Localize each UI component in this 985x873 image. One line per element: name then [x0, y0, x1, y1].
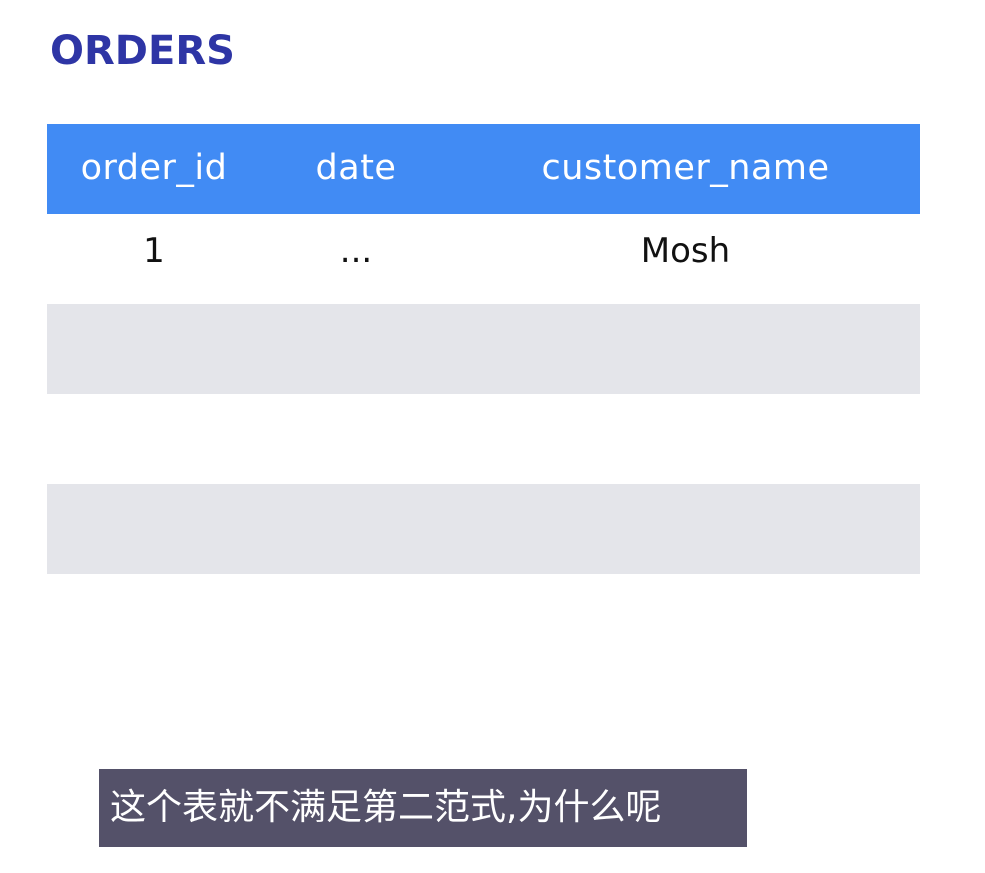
cell-customer-name — [451, 484, 920, 574]
cell-customer-name: Mosh — [640, 231, 731, 271]
cell-date: ... — [339, 231, 373, 271]
cell-date — [261, 484, 451, 574]
video-subtitle: 这个表就不满足第二范式,为什么呢 — [99, 769, 747, 847]
column-header-date: date — [315, 148, 397, 188]
table-header-row: order_id date customer_name — [47, 124, 920, 214]
cell-customer-name — [451, 394, 920, 484]
table-row — [47, 484, 920, 574]
cell-order-id — [47, 304, 261, 394]
cell-date — [261, 304, 451, 394]
cell-order-id — [47, 394, 261, 484]
table-row: 1 ... Mosh — [47, 214, 920, 304]
cell-order-id: 1 — [143, 231, 165, 271]
orders-table: order_id date customer_name 1 ... Mosh — [47, 124, 920, 574]
table-row — [47, 394, 920, 484]
cell-date — [261, 394, 451, 484]
cell-customer-name — [451, 304, 920, 394]
column-header-order-id: order_id — [80, 148, 228, 188]
column-header-customer-name: customer_name — [541, 148, 830, 188]
cell-order-id — [47, 484, 261, 574]
table-title: ORDERS — [50, 28, 235, 74]
table-row — [47, 304, 920, 394]
